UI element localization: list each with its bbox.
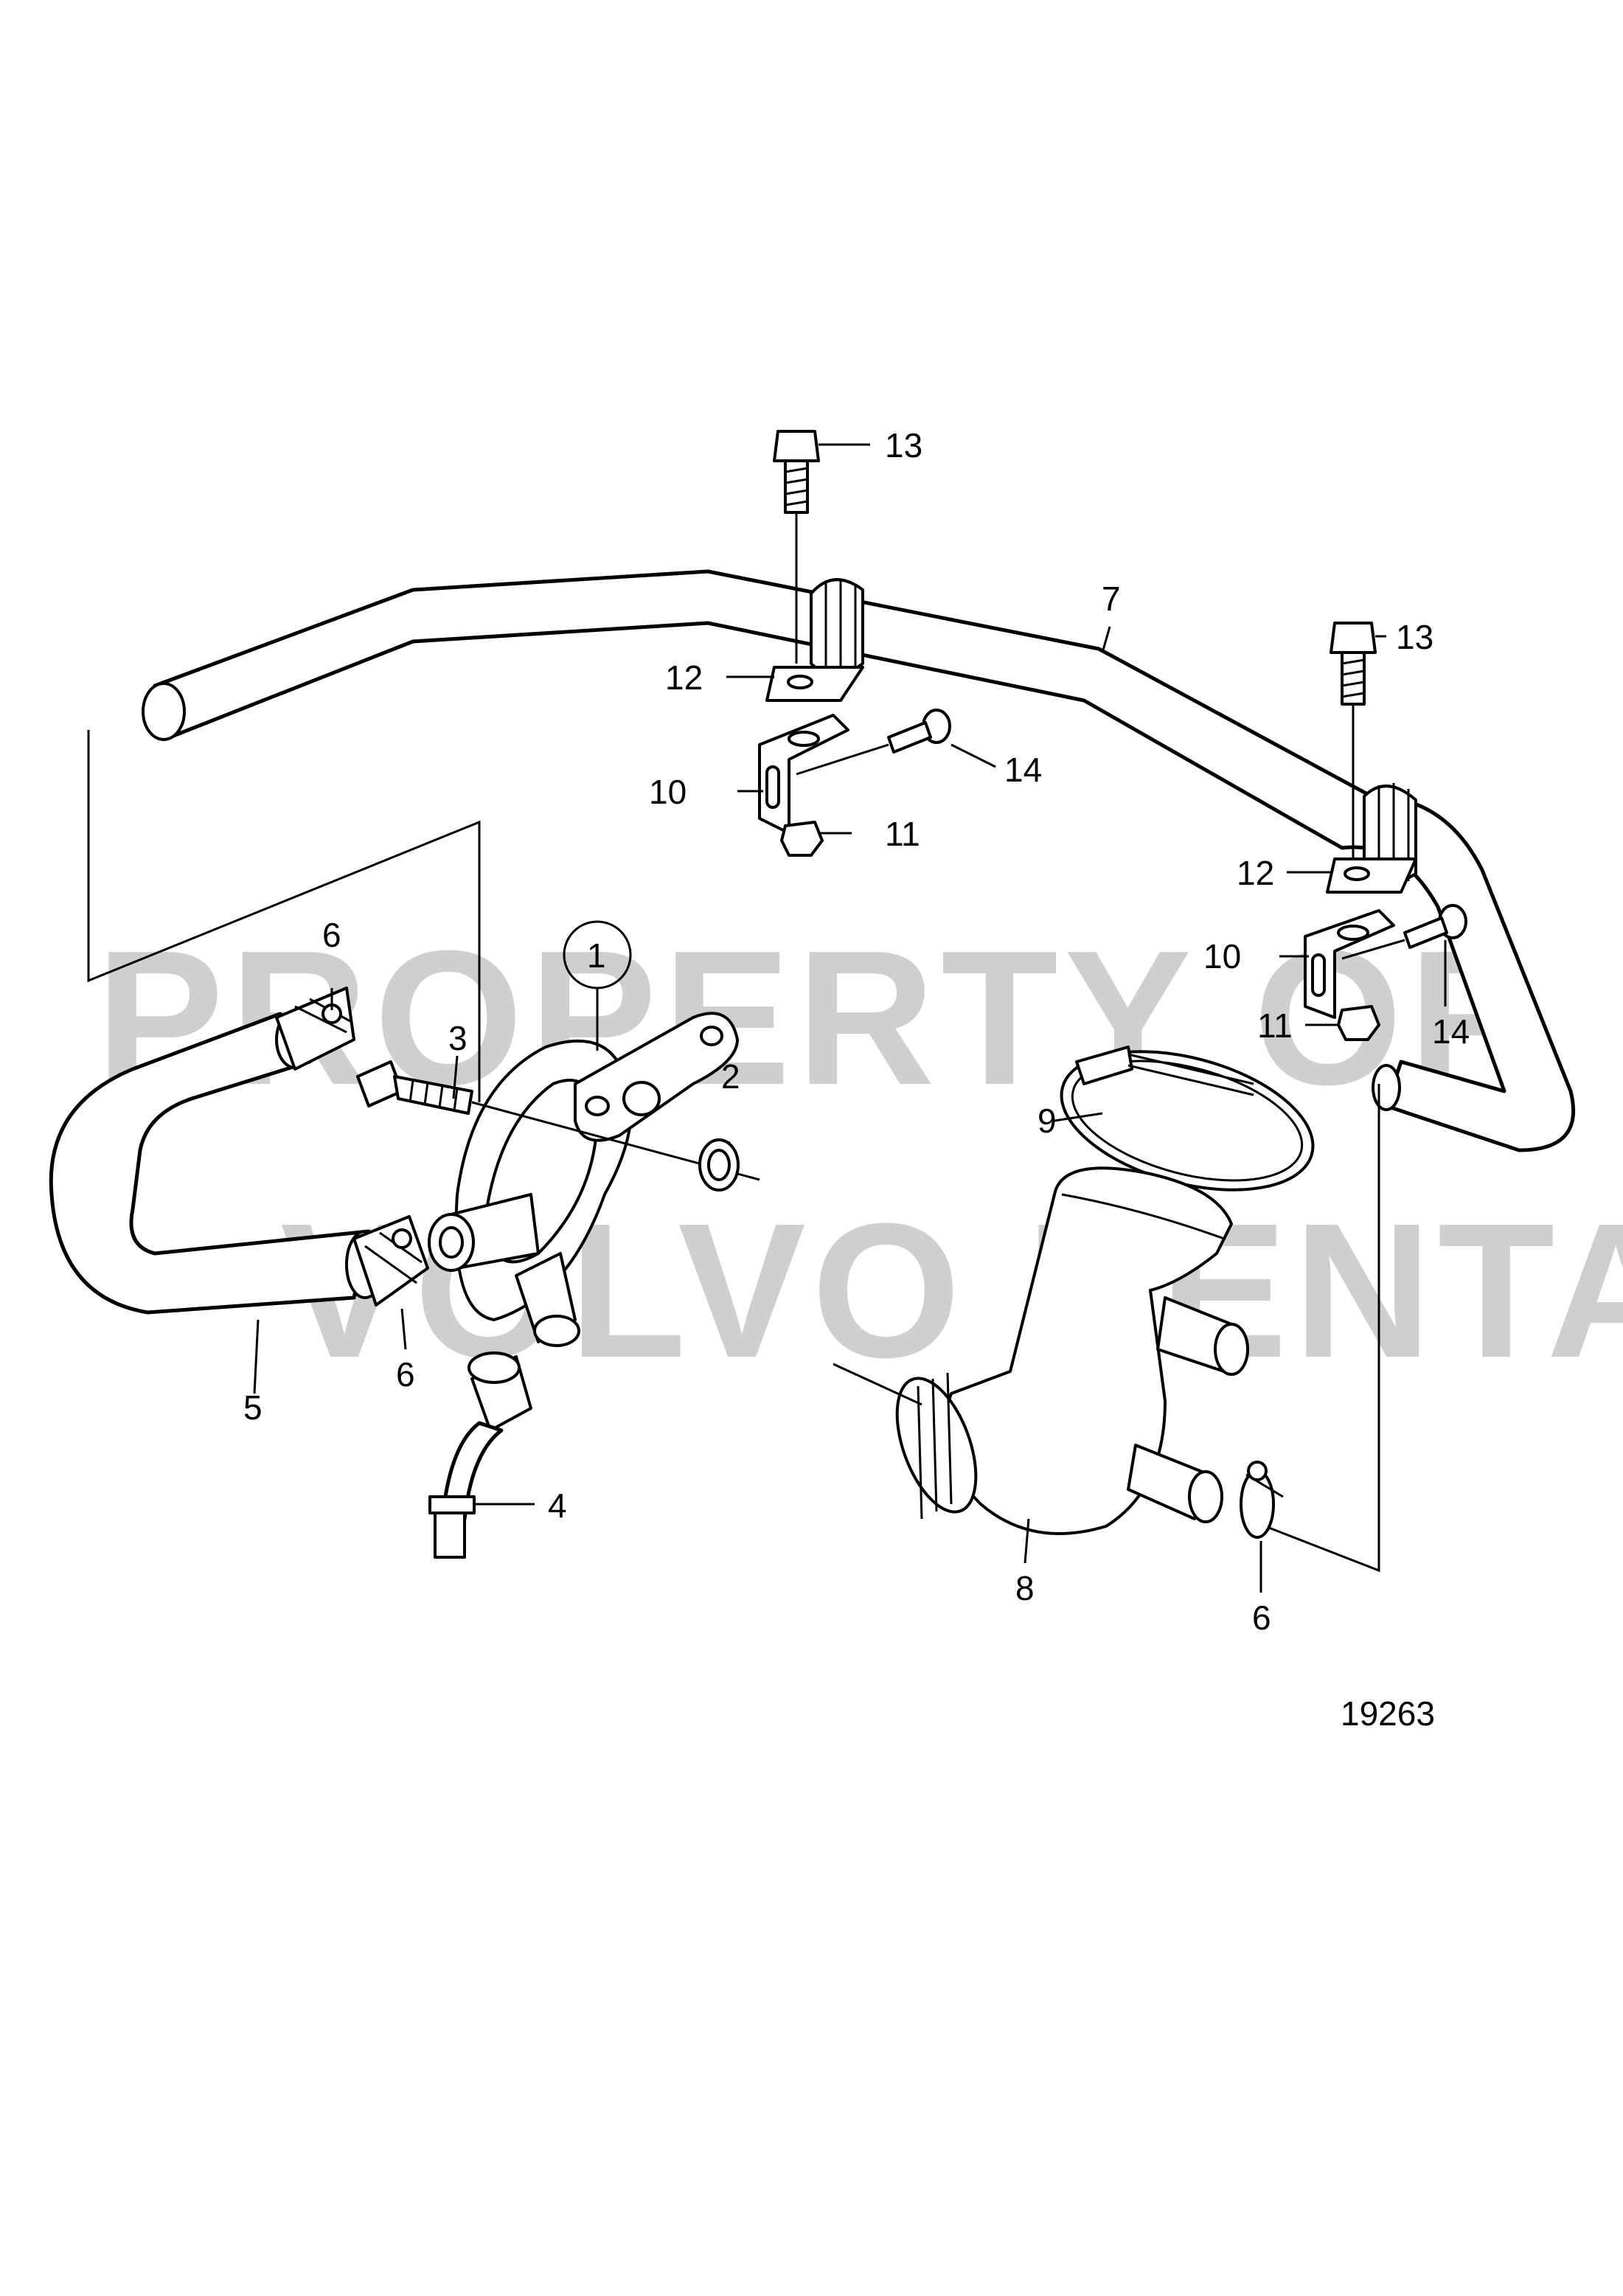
plate-12-right <box>1326 857 1417 894</box>
watermark: PROPERTY OF VOLVO PENTA <box>96 911 1623 1398</box>
hose-clamp-6-right <box>1240 1461 1284 1539</box>
callout-5: 5 <box>243 1388 263 1427</box>
bolt-13-left <box>773 430 820 664</box>
callout-1: 1 <box>587 936 606 975</box>
bolt-3 <box>356 1060 760 1181</box>
callout-13-right: 13 <box>1396 618 1433 656</box>
callout-10-left: 10 <box>649 773 687 811</box>
screw-14-right <box>1341 904 1467 960</box>
callout-1-circle <box>563 920 632 989</box>
callout-2: 2 <box>721 1057 740 1096</box>
callout-11-left: 11 <box>885 815 920 853</box>
plate-12-left <box>765 666 864 702</box>
callout-6-lower: 6 <box>396 1355 415 1394</box>
bolt-13-right <box>1330 622 1377 863</box>
elbow-housing-8 <box>833 1166 1249 1535</box>
hose-clamp-6-lower-left <box>352 1215 429 1307</box>
callout-4: 4 <box>548 1486 567 1525</box>
bracket-10-left <box>758 714 849 835</box>
hose-clamp-6-upper-left <box>275 987 355 1071</box>
callout-13-left: 13 <box>885 426 922 465</box>
callout-11-right: 11 <box>1257 1006 1293 1045</box>
leader-lines <box>253 443 1447 1593</box>
callout-9: 9 <box>1038 1102 1057 1140</box>
reference-line-left <box>87 730 481 1102</box>
callout-6-upper: 6 <box>322 916 341 954</box>
callout-labels: 1 2 3 4 5 6 6 6 7 8 9 10 10 11 11 12 12 … <box>243 426 1470 1733</box>
callout-7: 7 <box>1102 580 1121 618</box>
callout-12-right: 12 <box>1237 854 1274 892</box>
callout-3: 3 <box>448 1019 468 1057</box>
nut-11-left <box>780 821 824 857</box>
hose-saddle-left <box>810 578 864 678</box>
callout-14-left: 14 <box>1004 751 1042 789</box>
callout-8: 8 <box>1015 1569 1035 1607</box>
figure-number: 19263 <box>1341 1694 1435 1733</box>
callout-10-right: 10 <box>1203 937 1241 975</box>
callout-14-right: 14 <box>1432 1012 1470 1051</box>
callout-12-left: 12 <box>665 658 703 697</box>
bracket-10-right <box>1304 909 1395 1019</box>
screw-14-left <box>796 709 951 776</box>
callout-6-right: 6 <box>1252 1598 1271 1637</box>
large-clamp-9 <box>1060 1046 1315 1192</box>
nipple-4 <box>428 1351 532 1559</box>
o-ring-2 <box>698 1138 740 1192</box>
nut-11-right <box>1337 1005 1380 1041</box>
reference-line-right <box>1245 1084 1380 1573</box>
